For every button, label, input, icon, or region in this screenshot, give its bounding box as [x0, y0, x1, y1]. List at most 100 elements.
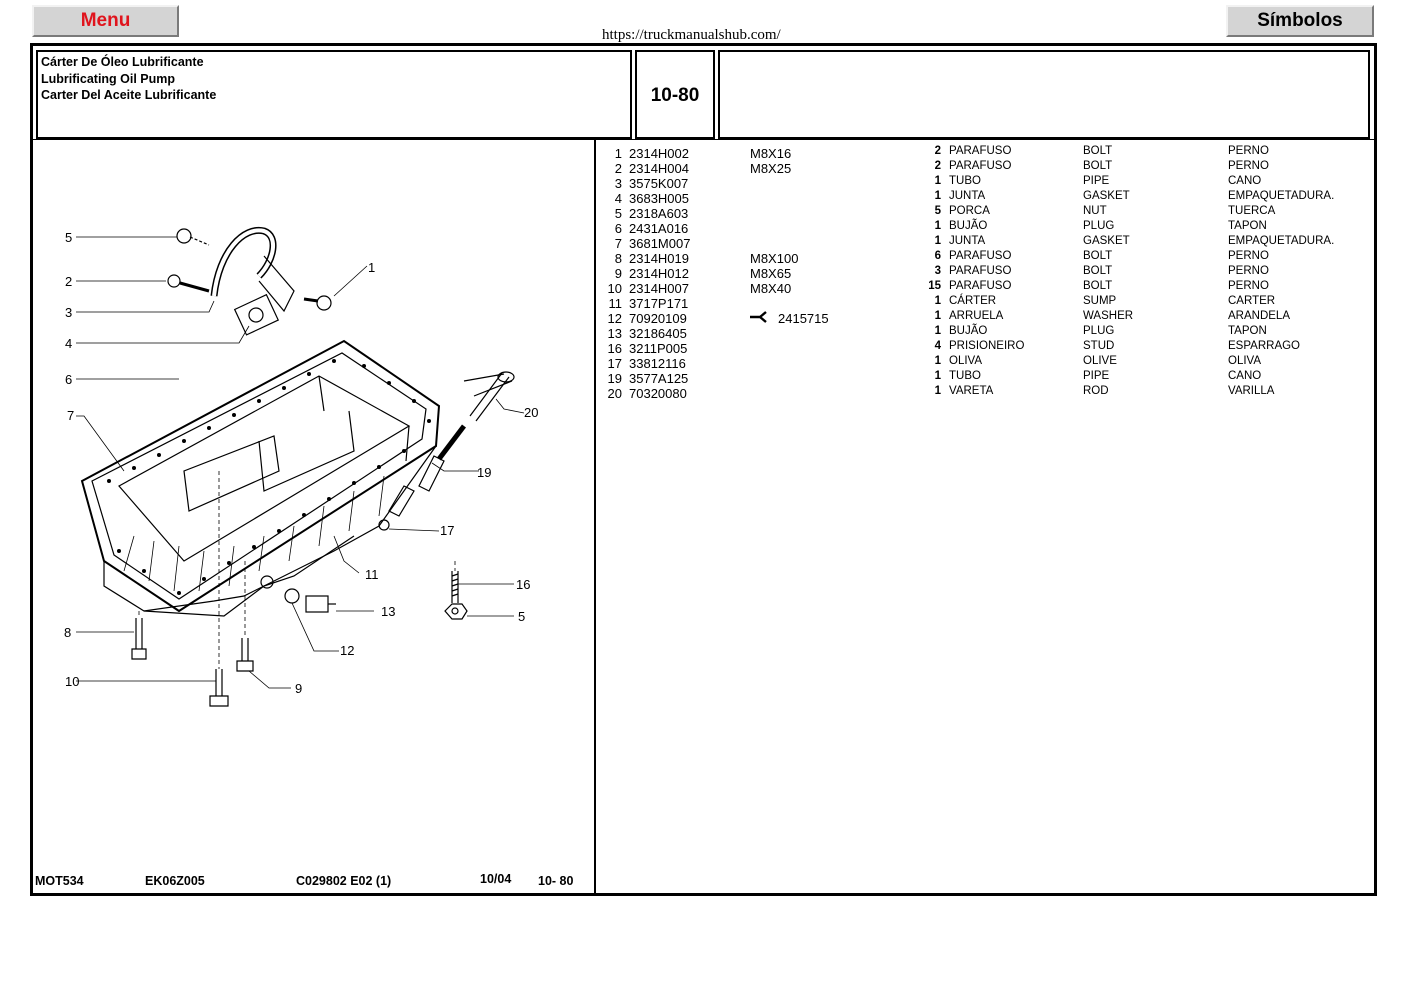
part-number: 17 — [607, 356, 622, 371]
bolts-drawing — [131, 618, 254, 707]
part-number: 3 — [614, 176, 622, 191]
callout-number: 20 — [524, 405, 538, 420]
part-name-en: BOLT — [1083, 265, 1113, 277]
callout-number: 17 — [440, 523, 454, 538]
part-spec: M8X100 — [750, 251, 799, 266]
part-code: 2318A603 — [629, 206, 689, 221]
callout-number: 5 — [65, 230, 72, 245]
part-number: 6 — [614, 221, 622, 236]
stud-nut-drawing — [444, 571, 468, 620]
part-qty: 1 — [934, 370, 941, 382]
footer-engine: EK06Z005 — [145, 874, 205, 888]
part-number: 4 — [614, 191, 622, 206]
title-en: Lubrificating Oil Pump — [41, 71, 176, 86]
part-name-pt: PARAFUSO — [949, 145, 1012, 157]
part-qty: 4 — [934, 340, 941, 352]
footer-code: 10- 80 — [538, 874, 574, 888]
part-name-en: PIPE — [1083, 175, 1110, 187]
part-name-es: PERNO — [1228, 145, 1269, 157]
part-qty: 2 — [934, 160, 941, 172]
part-name-pt: ARRUELA — [949, 310, 1004, 322]
menu-button[interactable]: Menu — [32, 5, 179, 37]
callout-number: 8 — [64, 625, 71, 640]
part-name-en: BOLT — [1083, 160, 1113, 172]
part-qty: 5 — [934, 205, 941, 217]
part-name-es: CANO — [1228, 370, 1262, 382]
part-code: 33812116 — [629, 356, 686, 371]
part-name-en: WASHER — [1083, 310, 1134, 322]
callout-number: 6 — [65, 372, 72, 387]
part-qty: 1 — [934, 295, 941, 307]
footer-date: 10/04 — [480, 872, 512, 886]
part-qty: 1 — [934, 190, 941, 202]
dipstick-drawing — [378, 371, 515, 531]
callout-number: 16 — [516, 577, 530, 592]
part-spec: 2415715 — [750, 311, 829, 326]
part-name-pt: PORCA — [949, 205, 990, 217]
part-name-pt: PARAFUSO — [949, 250, 1012, 262]
part-name-es: PERNO — [1228, 250, 1269, 262]
part-number: 19 — [607, 371, 622, 386]
part-spec: M8X16 — [750, 146, 792, 161]
part-name-pt: BUJÃO — [949, 325, 988, 337]
simbolos-button[interactable]: Símbolos — [1226, 5, 1374, 37]
part-name-es: EMPAQUETADURA. — [1228, 235, 1335, 247]
site-url-link[interactable]: https://truckmanualshub.com/ — [602, 27, 781, 43]
part-name-en: SUMP — [1083, 295, 1117, 307]
part-qty: 1 — [934, 175, 941, 187]
part-name-es: CARTER — [1228, 295, 1276, 307]
page-footer: MOT534 EK06Z005 C029802 E02 (1) 10/04 10… — [34, 872, 594, 892]
divider — [594, 140, 596, 894]
callout-number: 9 — [295, 681, 302, 696]
part-number: 12 — [607, 311, 622, 326]
part-number: 5 — [614, 206, 622, 221]
title-es: Carter Del Aceite Lubrificante — [41, 88, 217, 102]
part-code: 2314H019 — [629, 251, 689, 266]
replacement-arrow-icon — [750, 311, 768, 326]
part-code: 3211P005 — [629, 341, 688, 356]
part-number: 1 — [614, 146, 622, 161]
part-number: 10 — [607, 281, 622, 296]
part-name-en: BOLT — [1083, 280, 1113, 292]
part-number: 9 — [614, 266, 622, 281]
oil-sump-drawing — [80, 339, 441, 617]
part-name-es: PERNO — [1228, 160, 1269, 172]
part-code: 32186405 — [629, 326, 687, 341]
part-name-pt: PARAFUSO — [949, 160, 1012, 172]
part-name-pt: TUBO — [949, 370, 981, 382]
part-number: 16 — [607, 341, 622, 356]
part-qty: 1 — [934, 220, 941, 232]
part-code: 3577A125 — [629, 371, 689, 386]
part-name-en: PLUG — [1083, 220, 1115, 232]
part-name-es: EMPAQUETADURA. — [1228, 190, 1335, 202]
callout-number: 19 — [477, 465, 491, 480]
part-spec: M8X40 — [750, 281, 792, 296]
part-number: 7 — [614, 236, 622, 251]
part-qty: 1 — [934, 325, 941, 337]
callout-number: 7 — [67, 408, 74, 423]
part-code: 3717P171 — [629, 296, 689, 311]
part-name-es: CANO — [1228, 175, 1262, 187]
part-code: 3683H005 — [629, 191, 689, 206]
part-alt-code: 2415715 — [778, 311, 829, 326]
part-code: 70320080 — [629, 386, 687, 401]
callout-number: 4 — [65, 336, 72, 351]
part-name-pt: JUNTA — [949, 235, 986, 247]
section-code-box: 10-80 — [635, 50, 715, 139]
part-qty: 6 — [934, 250, 941, 262]
part-number: 8 — [614, 251, 622, 266]
callout-number: 11 — [365, 567, 379, 582]
callout-number: 1 — [368, 260, 375, 275]
